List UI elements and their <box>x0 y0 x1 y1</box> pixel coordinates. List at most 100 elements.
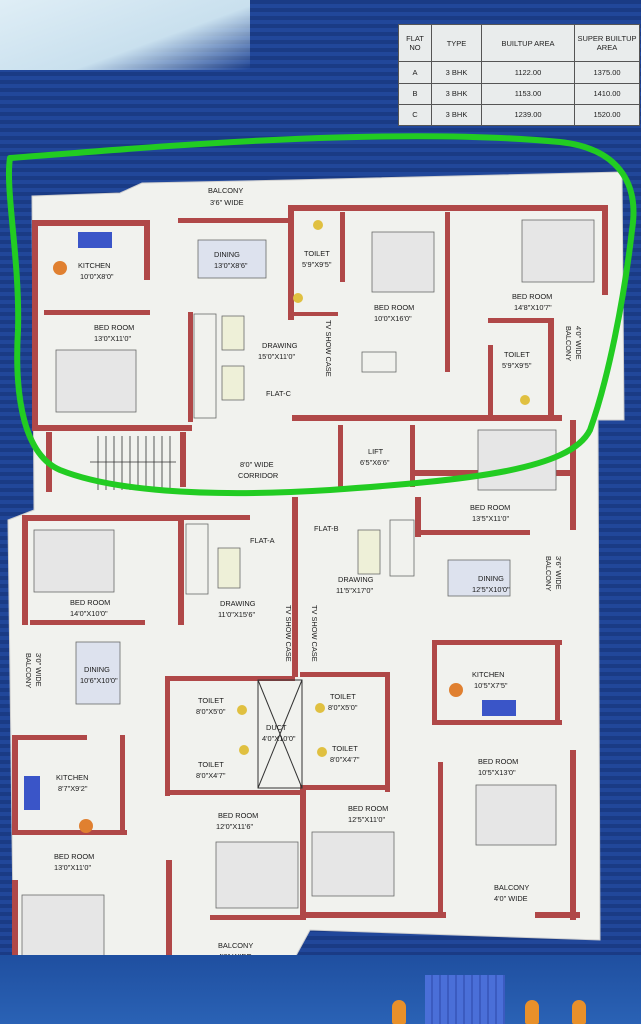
table-header-row: FLAT NO TYPE BUILTUP AREA SUPER BUILTUP … <box>398 23 640 63</box>
sofa-icon <box>185 523 209 595</box>
room-labels: BALCONY 3'6" WIDE KITCHEN 10'0"X8'0" DIN… <box>24 186 583 961</box>
table-row: C 3 BHK 1239.00 1520.00 <box>398 103 640 127</box>
room-label: BED ROOM <box>218 811 258 820</box>
room-label: TOILET <box>504 350 530 359</box>
furniture <box>21 219 595 958</box>
room-label: BED ROOM <box>512 292 552 301</box>
table-cell: 1520.00 <box>574 103 640 127</box>
sink-icon <box>79 819 93 833</box>
room-size: 13'0"X11'0" <box>54 863 91 872</box>
room-label: BED ROOM <box>374 303 414 312</box>
green-highlight-outline <box>5 133 637 497</box>
tea-table-icon <box>221 315 245 351</box>
tv-showcase-label: TV SHOW CASE <box>310 605 319 662</box>
bed-icon <box>521 219 595 283</box>
room-label: DINING <box>84 665 110 674</box>
bed-icon <box>21 894 105 958</box>
room-size: 4'0" WIDE <box>494 894 528 903</box>
room-label: TOILET <box>330 692 356 701</box>
room-label: BALCONY <box>24 653 33 688</box>
toilet-seat-icon <box>520 395 530 405</box>
dining-table-icon <box>447 559 511 597</box>
tea-table-icon <box>221 365 245 401</box>
room-size: 14'0"X10'0" <box>70 609 108 618</box>
room-size: 8'0"X4'7" <box>330 755 360 764</box>
room-label: BALCONY <box>544 556 553 591</box>
walls <box>12 205 608 981</box>
room-label: BED ROOM <box>478 757 518 766</box>
room-label: BED ROOM <box>94 323 134 332</box>
toilet-seat-icon <box>293 293 303 303</box>
bed-icon <box>33 529 115 593</box>
room-label: KITCHEN <box>56 773 88 782</box>
room-size: 13'5"X11'0" <box>472 514 509 523</box>
room-size: 15'0"X11'0" <box>258 352 295 361</box>
room-label: DRAWING <box>262 341 298 350</box>
bottom-banner <box>0 955 641 1024</box>
sink-icon <box>449 683 463 697</box>
sofa-icon <box>389 519 415 577</box>
table-header: BUILTUP AREA <box>481 23 575 63</box>
duct-shaft <box>257 679 303 789</box>
room-label: LIFT <box>368 447 384 456</box>
room-size: 6'5"X6'6" <box>360 458 390 467</box>
table-header: FLAT NO <box>398 23 432 63</box>
room-label: KITCHEN <box>472 670 504 679</box>
dining-table-icon <box>75 641 121 705</box>
toilet-seat-icon <box>239 745 249 755</box>
room-label: CORRIDOR <box>238 471 278 480</box>
room-label: BALCONY <box>494 883 529 892</box>
room-size: 5'9"X9'5" <box>502 361 532 370</box>
room-label: BALCONY <box>208 186 243 195</box>
room-size: 8'7"X9'2" <box>58 784 88 793</box>
sofa-icon <box>193 313 217 419</box>
light-corner-graphic <box>0 0 250 70</box>
room-label: DRAWING <box>220 599 256 608</box>
toilet-seat-icon <box>313 220 323 230</box>
area-statement-table: FLAT NO TYPE BUILTUP AREA SUPER BUILTUP … <box>398 23 640 127</box>
tea-table-icon <box>217 547 241 589</box>
room-label: BALCONY <box>564 326 573 361</box>
room-size: 4'0" WIDE <box>574 326 583 360</box>
toilet-seat-icon <box>317 747 327 757</box>
room-size: 8'0"X5'0" <box>328 703 358 712</box>
room-size: 4'0"X10'0" <box>262 734 296 743</box>
room-size: 3'6" WIDE <box>554 556 563 590</box>
flat-label: FLAT-C <box>266 389 292 398</box>
room-size: 10'5"X7'5" <box>474 681 508 690</box>
room-size: 10'6"X10'0" <box>80 676 118 685</box>
tea-table-icon <box>357 529 381 575</box>
room-size: 12'5"X11'0" <box>348 815 385 824</box>
toilet-seat-icon <box>315 703 325 713</box>
room-label: TOILET <box>198 696 224 705</box>
room-label: KITCHEN <box>78 261 110 270</box>
table-header: SUPER BUILTUP AREA <box>574 23 640 63</box>
building-illustration <box>425 975 505 1024</box>
room-size: 3'6" WIDE <box>210 198 244 207</box>
room-size: 11'5"X17'0" <box>336 586 373 595</box>
room-label: TOILET <box>332 744 358 753</box>
table-cell: 1239.00 <box>481 103 575 127</box>
room-size: 12'5"X10'0" <box>472 585 510 594</box>
room-label: BALCONY <box>218 941 253 950</box>
flat-label: FLAT-A <box>250 536 275 545</box>
plan-paper <box>7 171 625 991</box>
appliance-icons <box>24 220 530 833</box>
room-label: DRAWING <box>338 575 374 584</box>
bed-icon <box>215 841 299 909</box>
room-size: 10'0"X8'0" <box>80 272 114 281</box>
bed-icon <box>55 349 137 413</box>
room-size: 13'0"X8'6" <box>214 261 248 270</box>
worker-illustration <box>572 1000 586 1024</box>
stove-icon <box>24 776 40 810</box>
corridor-size: 8'0" WIDE <box>240 460 274 469</box>
worker-illustration <box>392 1000 406 1024</box>
stove-icon <box>78 232 112 248</box>
room-size: 10'5"X13'0" <box>478 768 516 777</box>
bed-icon <box>371 231 435 293</box>
sofa-icon <box>361 351 397 373</box>
room-size: 11'0"X15'6" <box>218 610 255 619</box>
room-label: DINING <box>214 250 240 259</box>
flat-label: FLAT-B <box>314 524 339 533</box>
